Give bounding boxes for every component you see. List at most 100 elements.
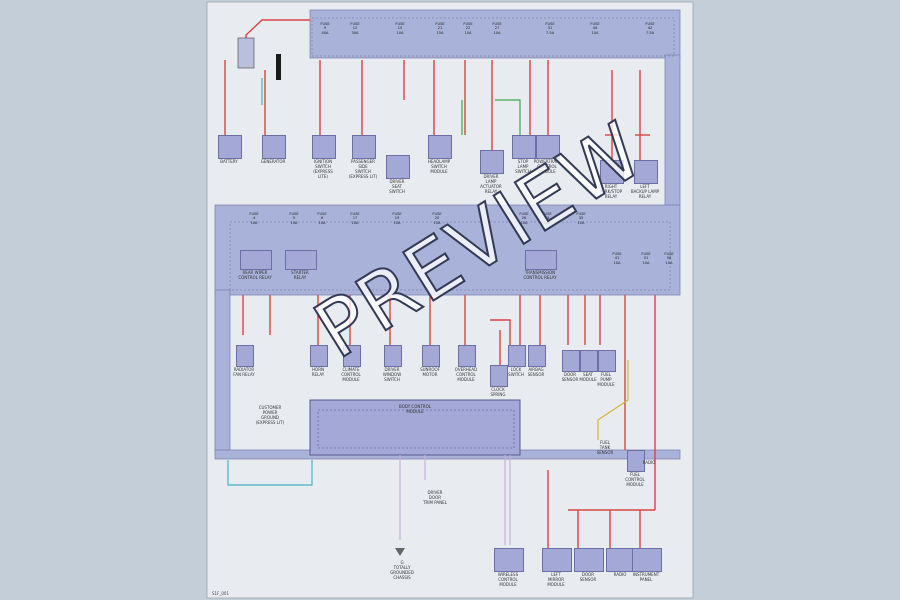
mid-fuse-label: FUSE 35 10A	[576, 212, 586, 225]
ground-symbol	[395, 548, 405, 556]
mid-relay-label: STARTER RELAY	[291, 270, 309, 280]
mid-component-box	[310, 345, 328, 367]
top-component-box	[480, 150, 504, 174]
schematic-paper	[206, 1, 694, 599]
mid-component-label: FUEL CONTROL MODULE	[625, 472, 645, 487]
mid-relay-label: REAR WIPER CONTROL RELAY	[238, 270, 272, 280]
bottom-component-box	[574, 548, 604, 572]
bottom-component-label: WIRELESS CONTROL MODULE	[497, 572, 519, 587]
mid-component-box	[627, 450, 645, 472]
mid-component-box	[422, 345, 440, 367]
top-component-label: HEADLAMP SWITCH MODULE	[427, 159, 451, 174]
body-control-module-label: BODY CONTROL MODULE	[399, 404, 431, 414]
top-component-box	[386, 155, 410, 179]
top-component-box	[352, 135, 376, 159]
mid-component-box	[580, 350, 598, 372]
top-fuse-label: FUSE 12 30A	[350, 22, 360, 35]
top-component-label: POWERTRAIN CONTROL MODULE	[533, 159, 561, 174]
mid-component-box	[490, 365, 508, 387]
bottom-component-label: LEFT MIRROR MODULE	[547, 572, 565, 587]
top-component-box	[312, 135, 336, 159]
bottom-component-label: RADIO	[613, 572, 627, 577]
mid-fuse-label: FUSE 5 15A	[289, 212, 299, 225]
mid-component-box	[598, 350, 616, 372]
mid-relay-box	[285, 250, 317, 270]
mid-fuse-label: FUSE 41 10A	[612, 252, 622, 265]
ground-wires	[399, 455, 511, 545]
mid-component-label: FUEL PUMP MODULE	[597, 372, 615, 387]
yellow-wires	[597, 360, 629, 440]
bottom-component-box	[494, 548, 524, 572]
bottom-component-label: INSTRUMENT PANEL	[632, 572, 660, 582]
mid-component-label: OVERHEAD CONTROL MODULE	[454, 367, 478, 382]
cyan-wires	[227, 78, 313, 486]
bottom-note-label: CUSTOMER POWER GROUND (EXPRESS LIT)	[255, 405, 285, 425]
top-component-label: DRIVER SEAT SWITCH	[389, 179, 405, 194]
mid-component-box	[562, 350, 580, 372]
mid-component-box	[236, 345, 254, 367]
page-identifier: S1F_001	[212, 591, 230, 596]
mid-component-label: DOOR SENSOR	[561, 372, 579, 382]
mid-component-label: SEAT MODULE	[579, 372, 597, 382]
top-component-box	[536, 135, 560, 159]
top-fuse-label: FUSE 40 10A	[590, 22, 600, 35]
green-wires	[461, 99, 521, 135]
top-component-box	[634, 160, 658, 184]
mid-relay-label: TRANSMISSION CONTROL RELAY	[523, 270, 557, 280]
mid-fuse-label: FUSE 4 10A	[249, 212, 259, 225]
mid-component-label: DRIVER WINDOW SWITCH	[382, 367, 402, 382]
mid-fuse-label: FUSE 19 10A	[392, 212, 402, 225]
top-fuse-label: FUSE 22 10A	[463, 22, 473, 35]
top-fuse-label: FUSE 9 40A	[320, 22, 330, 35]
mid-component-label: CLIMATE CONTROL MODULE	[341, 367, 361, 382]
mid-component-label: SUNROOF MOTOR	[420, 367, 440, 377]
mid-component-label: RADIATOR FAN RELAY	[233, 367, 255, 377]
mid-fuse-label: FUSE 20 10A	[432, 212, 442, 225]
left-fuse-band	[214, 289, 231, 451]
bottom-component-box	[542, 548, 572, 572]
mid-component-box	[528, 345, 546, 367]
bottom-note-label: RADIO	[642, 460, 656, 465]
top-component-label: STOP LAMP SWITCH	[515, 159, 531, 174]
mid-component-box	[384, 345, 402, 367]
top-fuse-label: FUSE 31 7.5A	[545, 22, 555, 35]
top-component-box	[428, 135, 452, 159]
mid-component-label: CLOCK SPRING	[490, 387, 506, 397]
top-fuse-label: FUSE 27 10A	[492, 22, 502, 35]
top-fuse-block	[309, 9, 681, 59]
top-component-label: RIGHT PARK/STOP RELAY	[599, 184, 623, 199]
bottom-component-label: DOOR SENSOR	[579, 572, 597, 582]
mid-component-box	[458, 345, 476, 367]
ground-label: G TOTALLY GROUNDED CHASSIS	[390, 560, 414, 580]
mid-relay-box	[525, 250, 557, 270]
top-fuse-label: FUSE 21 15A	[435, 22, 445, 35]
mid-fuse-label: FUSE 17 10A	[350, 212, 360, 225]
top-component-label: BATTERY	[220, 159, 238, 164]
mid-fuse-label: FUSE 6 10A	[317, 212, 327, 225]
mid-relay-box	[240, 250, 272, 270]
top-fuse-label: FUSE 42 7.5A	[645, 22, 655, 35]
top-component-label: GENERATOR	[260, 159, 286, 164]
top-component-label: LEFT BACKUP LAMP RELAY	[630, 184, 660, 199]
mid-fuse-label: FUSE 34 10A	[542, 212, 552, 225]
battery-symbol	[237, 37, 255, 69]
top-component-label: PASSENGER SIDE SWITCH (EXPRESS LIT)	[348, 159, 378, 179]
mid-component-box	[508, 345, 526, 367]
mid-component-box	[343, 345, 361, 367]
fuse-block-right-extension	[664, 54, 681, 206]
top-component-box	[218, 135, 242, 159]
mid-component-label: LOCK SWITCH	[508, 367, 524, 377]
bottom-component-box	[632, 548, 662, 572]
mid-fuse-label: FUSE 56 10A	[664, 252, 674, 265]
bottom-note-label: DRIVER DOOR TRIM PANEL	[423, 490, 447, 505]
mid-component-label: AIRBAG SENSOR	[527, 367, 545, 377]
bottom-note-label: FUEL TANK SENSOR	[596, 440, 614, 455]
top-component-box	[512, 135, 536, 159]
top-component-label: DRIVER LAMP ACTUATOR RELAY	[480, 174, 502, 194]
top-component-box	[600, 160, 624, 184]
body-control-module-box	[309, 399, 521, 456]
top-fuse-label: FUSE 15 10A	[395, 22, 405, 35]
mid-component-label: HORN RELAY	[311, 367, 325, 377]
